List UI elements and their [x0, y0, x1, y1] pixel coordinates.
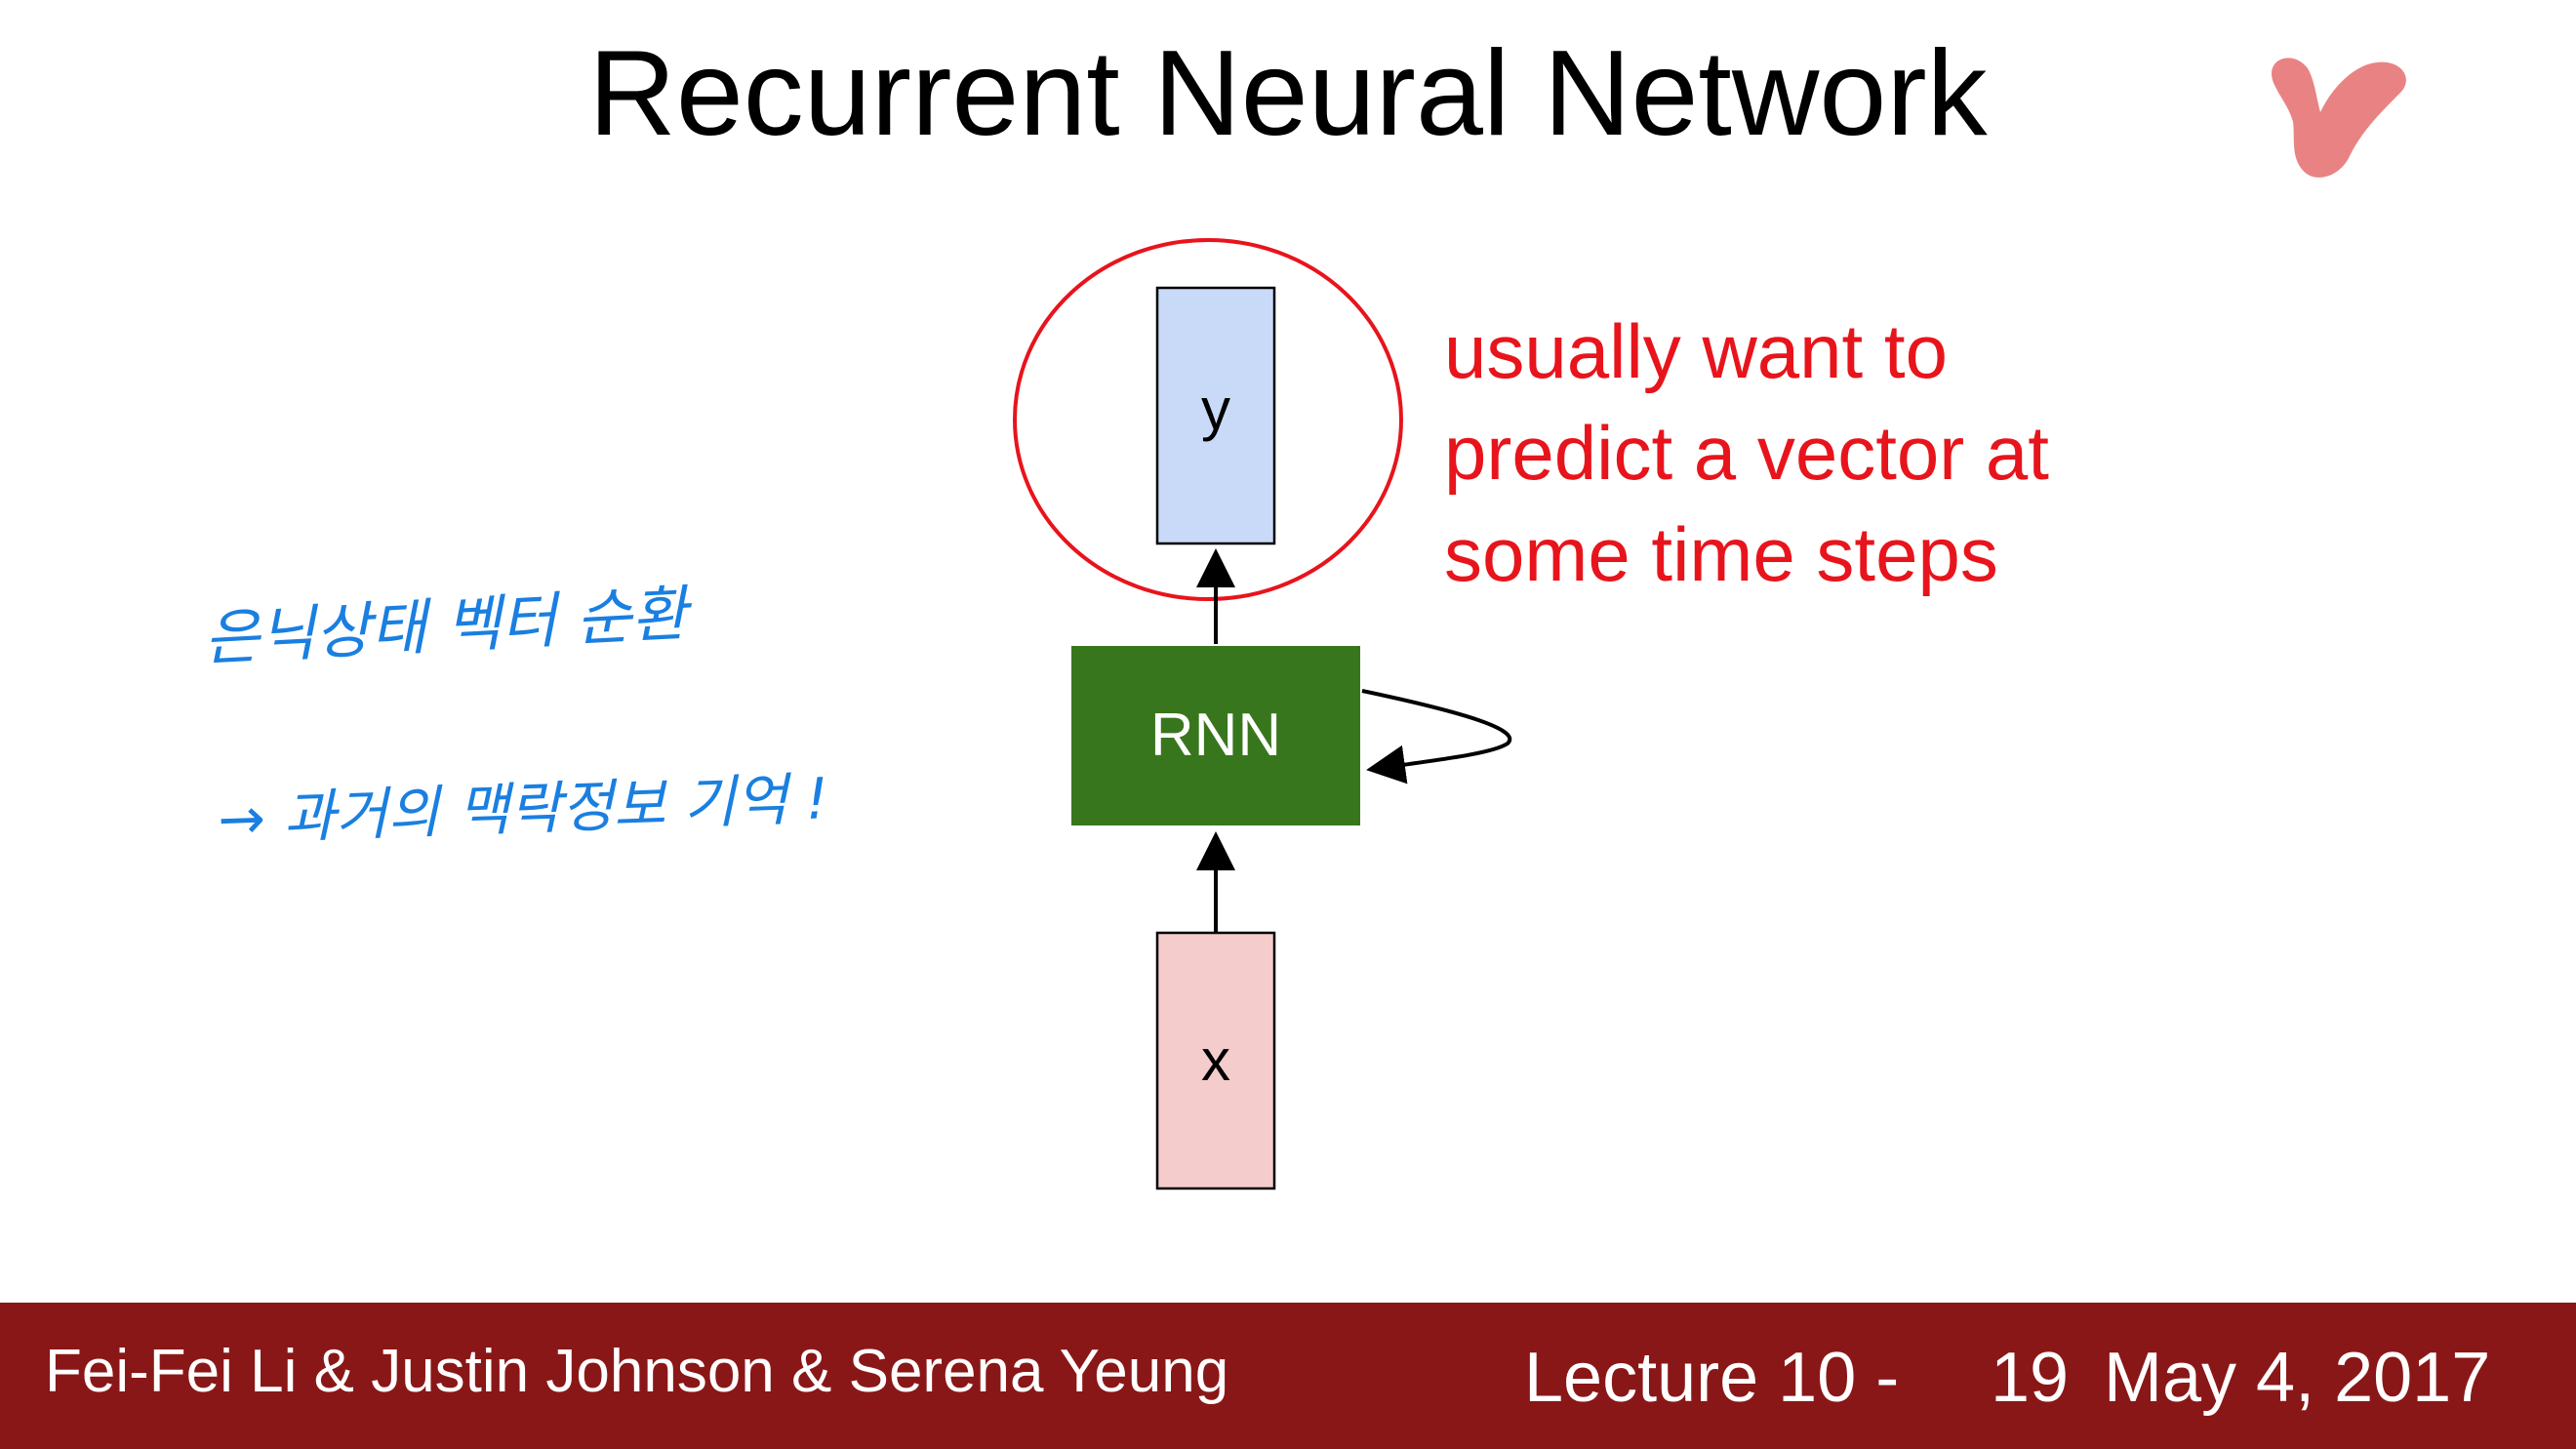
- input-box: [1155, 931, 1276, 1190]
- footer-bar: Fei-Fei Li & Justin Johnson & Serena Yeu…: [0, 1303, 2576, 1449]
- slide-title: Recurrent Neural Network: [588, 26, 1988, 161]
- output-box: [1155, 286, 1276, 545]
- output-highlight-circle: [1013, 238, 1403, 601]
- footer-lecture: Lecture 10 -: [1524, 1339, 1900, 1417]
- handwritten-note-line1: 은닉상태 벡터 순환: [202, 578, 695, 674]
- annotation-text: usually want to predict a vector at some…: [1444, 308, 2049, 597]
- handwritten-note-line2: → 과거의 맥락정보 기억 !: [217, 765, 829, 853]
- output-label: y: [1201, 377, 1230, 442]
- footer-date: May 4, 2017: [2104, 1339, 2491, 1417]
- rnn-label: RNN: [1150, 702, 1281, 769]
- recurrent-loop-arrow: [1361, 689, 1512, 785]
- logo-icon: [2272, 58, 2406, 178]
- input-label: x: [1201, 1027, 1230, 1093]
- footer-authors: Fei-Fei Li & Justin Johnson & Serena Yeu…: [45, 1338, 1229, 1405]
- footer-page-number: 19: [1991, 1339, 2070, 1417]
- rnn-box: [1071, 646, 1360, 825]
